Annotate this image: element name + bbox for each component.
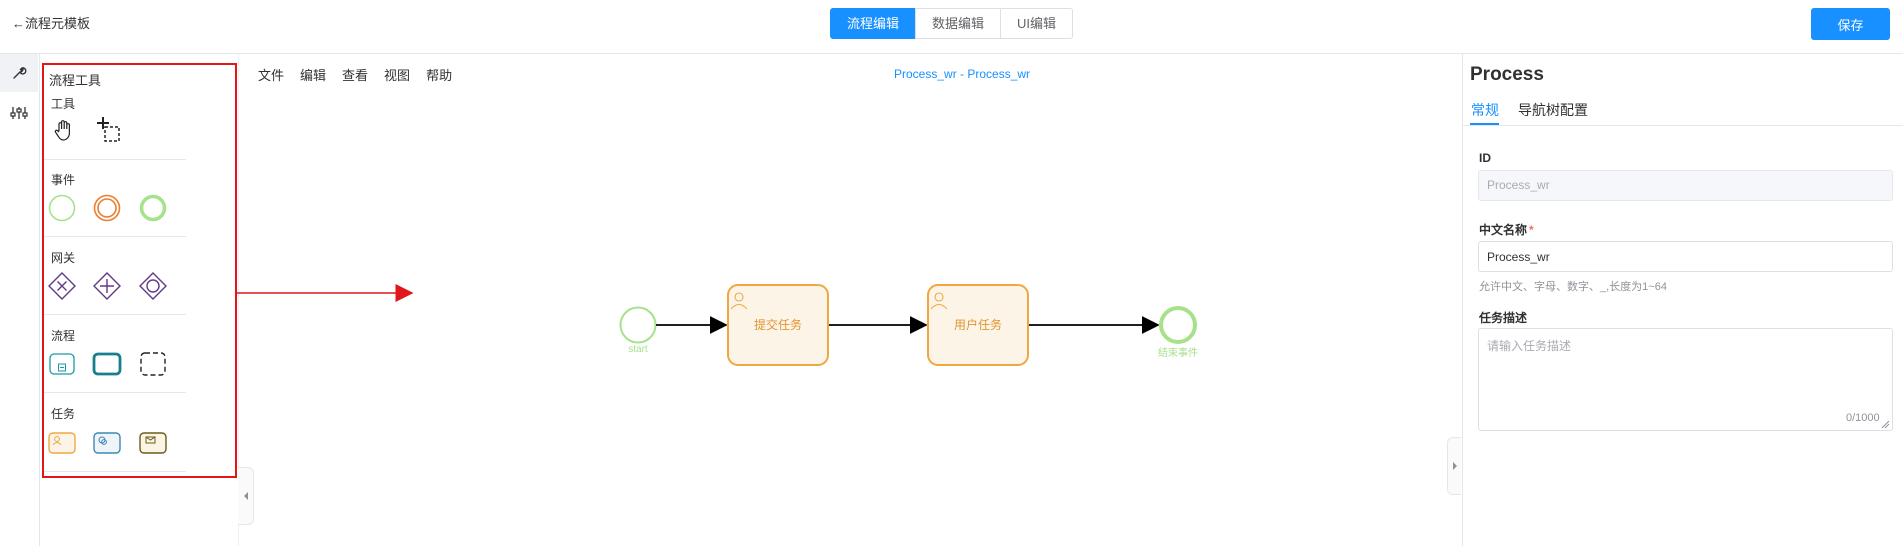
menu-display[interactable]: 视图 — [384, 68, 411, 83]
id-field: Process_wr — [1478, 170, 1893, 201]
name-field[interactable] — [1478, 241, 1893, 272]
top-bar: ←流程元模板 流程编辑 数据编辑 UI编辑 保存 — [0, 0, 1903, 54]
receive-task-icon[interactable] — [138, 428, 168, 458]
tab-general[interactable]: 常规 — [1471, 102, 1499, 118]
subprocess-collapsed-icon[interactable] — [47, 349, 77, 379]
rail-settings-button[interactable] — [0, 94, 38, 132]
caret-right-icon — [1452, 462, 1457, 470]
start-event[interactable]: start — [619, 306, 657, 356]
properties-title: Process — [1470, 64, 1544, 85]
collapse-properties-handle[interactable] — [1447, 437, 1461, 495]
end-event-label: 结束事件 — [1158, 346, 1198, 359]
inclusive-gateway-icon[interactable] — [138, 271, 168, 301]
resize-grip-icon[interactable] — [1881, 420, 1890, 429]
icon-rail — [0, 54, 40, 546]
exclusive-gateway-icon[interactable] — [47, 271, 77, 301]
menu-file[interactable]: 文件 — [258, 68, 285, 83]
name-label: 中文名称* — [1479, 221, 1534, 238]
desc-label: 任务描述 — [1479, 311, 1528, 325]
active-tab-indicator — [1470, 123, 1499, 125]
desc-textarea[interactable] — [1478, 328, 1893, 431]
wrench-icon — [13, 67, 27, 79]
save-button[interactable]: 保存 — [1811, 8, 1890, 40]
start-event-icon[interactable] — [47, 193, 77, 223]
flow-tool-palette: 流程工具 工具 事件 网关 — [42, 63, 237, 478]
palette-group-tasks: 任务 — [44, 404, 186, 472]
palette-group-label: 工具 — [51, 97, 76, 111]
bpmn-canvas[interactable]: start 提交任务 用户任务 结束事件 — [0, 0, 1462, 546]
name-hint: 允许中文、字母、数字、_,长度为1~64 — [1479, 281, 1667, 293]
palette-group-label: 任务 — [51, 407, 76, 421]
collapse-palette-handle[interactable] — [238, 467, 254, 525]
user-task-submit[interactable]: 提交任务 — [727, 284, 829, 366]
user-task-icon[interactable] — [47, 428, 77, 458]
parallel-gateway-icon[interactable] — [92, 271, 122, 301]
end-event-icon[interactable] — [138, 193, 168, 223]
task-label: 用户任务 — [954, 317, 1002, 332]
menu-view[interactable]: 查看 — [342, 68, 369, 83]
group-icon[interactable] — [138, 349, 168, 379]
canvas-menu-bar: 文件 编辑 查看 视图 帮助 — [258, 65, 452, 84]
back-link[interactable]: ←流程元模板 — [12, 16, 91, 31]
palette-group-label: 流程 — [51, 329, 76, 343]
menu-help[interactable]: 帮助 — [426, 68, 453, 83]
name-label-text: 中文名称 — [1479, 223, 1528, 237]
desc-counter: 0/1000 — [1846, 412, 1880, 424]
id-label: ID — [1479, 151, 1491, 165]
palette-group-gateways: 网关 — [44, 248, 186, 315]
palette-group-events: 事件 — [44, 171, 186, 237]
palette-group-process: 流程 — [44, 327, 186, 393]
start-event-label: start — [628, 344, 648, 355]
caret-left-icon — [243, 492, 248, 500]
tab-ui-edit[interactable]: UI编辑 — [1000, 8, 1074, 39]
tab-nav-tree-config[interactable]: 导航树配置 — [1518, 102, 1588, 118]
editor-mode-tabs: 流程编辑 数据编辑 UI编辑 — [830, 8, 1074, 39]
user-icon — [934, 292, 944, 302]
task-label: 提交任务 — [754, 317, 802, 332]
lasso-tool-icon[interactable] — [93, 115, 123, 145]
user-task-user[interactable]: 用户任务 — [927, 284, 1029, 366]
properties-panel: Process 常规 导航树配置 ID Process_wr 中文名称* 允许中… — [1462, 54, 1903, 546]
user-icon — [734, 292, 744, 302]
sliders-icon — [10, 107, 28, 119]
service-task-icon[interactable] — [92, 428, 122, 458]
tab-flow-edit[interactable]: 流程编辑 — [830, 8, 917, 39]
process-title: Process_wr - Process_wr — [894, 67, 1031, 81]
subprocess-expanded-icon[interactable] — [92, 349, 122, 379]
menu-edit[interactable]: 编辑 — [300, 68, 327, 83]
end-event[interactable]: 结束事件 — [1158, 306, 1198, 359]
palette-group-label: 网关 — [51, 251, 76, 265]
palette-group-tools: 工具 — [44, 93, 186, 160]
palette-group-label: 事件 — [51, 173, 76, 187]
hand-tool-icon[interactable] — [49, 115, 79, 145]
rail-tools-button[interactable] — [0, 54, 38, 92]
palette-title: 流程工具 — [49, 73, 102, 88]
intermediate-event-icon[interactable] — [92, 193, 122, 223]
properties-tabs: 常规 导航树配置 — [1463, 94, 1903, 126]
tab-data-edit[interactable]: 数据编辑 — [915, 8, 1002, 39]
left-panel-divider — [238, 54, 239, 546]
required-asterisk: * — [1529, 223, 1534, 237]
